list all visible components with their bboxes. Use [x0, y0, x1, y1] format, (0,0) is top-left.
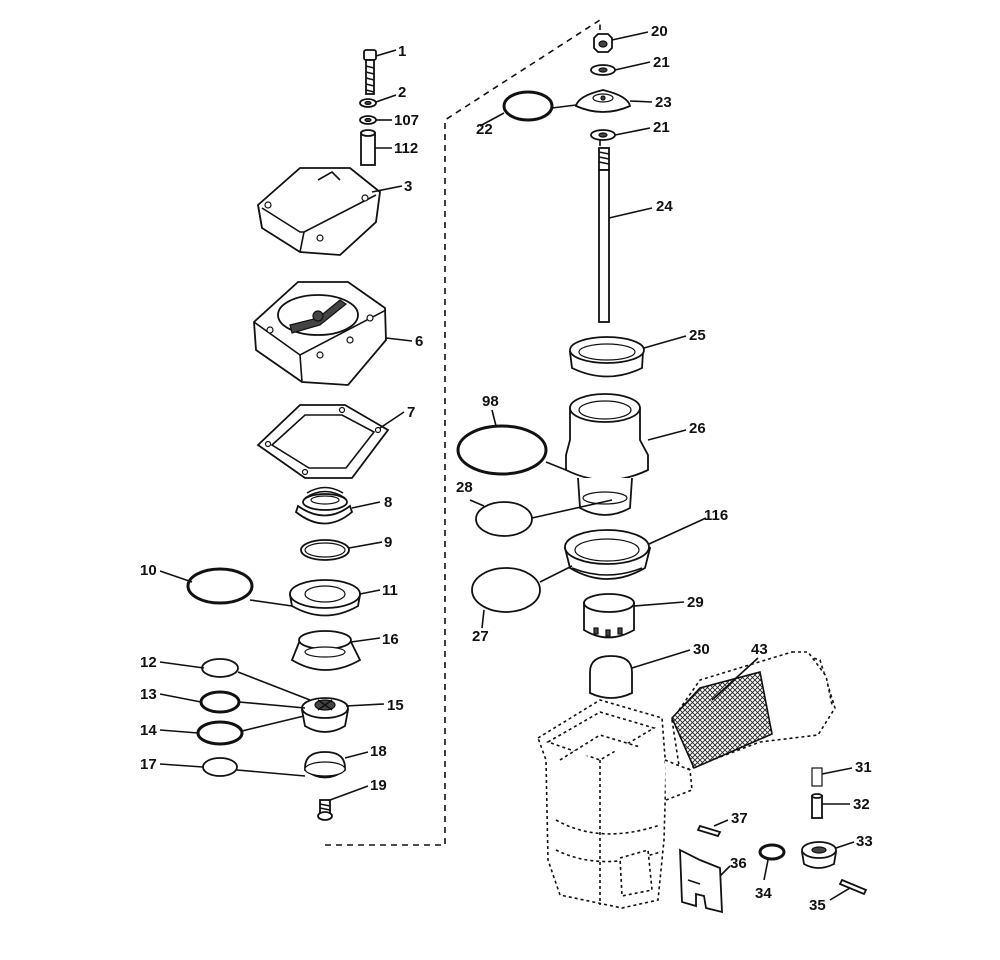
- part-3-cylinder-cap: [257, 167, 381, 256]
- part-10-o-ring: [186, 567, 254, 605]
- callout-24: 24: [656, 198, 673, 215]
- callout-8: 8: [384, 494, 392, 511]
- part-16-sleeve: [290, 630, 362, 671]
- callout-34: 34: [755, 885, 772, 902]
- part-15-valve-body: [300, 697, 350, 733]
- part-107-washer: [359, 115, 377, 125]
- part-37-pin: [696, 824, 722, 838]
- part-98-o-ring: [456, 424, 548, 476]
- callout-36: 36: [730, 855, 747, 872]
- part-11-seal-retainer: [288, 579, 362, 617]
- callout-19: 19: [370, 777, 387, 794]
- part-9-ring-inner: [304, 542, 346, 558]
- part-2-washer: [359, 98, 377, 108]
- callout-107: 107: [394, 112, 419, 129]
- callout-21-top: 21: [653, 54, 670, 71]
- part-116-seal: [563, 529, 652, 580]
- callout-12: 12: [140, 654, 157, 671]
- part-18-cap: [304, 751, 346, 779]
- callout-35: 35: [809, 897, 826, 914]
- callout-7: 7: [407, 404, 415, 421]
- callout-2: 2: [398, 84, 406, 101]
- part-27-o-ring: [471, 567, 541, 613]
- callout-31: 31: [855, 759, 872, 776]
- part-17-o-ring: [202, 757, 238, 777]
- callout-13: 13: [140, 686, 157, 703]
- callout-112: 112: [394, 140, 418, 157]
- part-36-bracket: [679, 848, 723, 914]
- part-20-nut: [593, 33, 613, 53]
- housing-body: [537, 699, 693, 909]
- part-6-cylinder-head: [253, 281, 387, 386]
- assembly-axis-line: [325, 18, 601, 846]
- part-34-o-ring: [758, 843, 786, 861]
- callout-25: 25: [689, 327, 706, 344]
- part-33-valve-body: [800, 841, 838, 869]
- callout-21-bottom: 21: [653, 119, 670, 136]
- part-14-o-ring: [196, 720, 244, 746]
- callout-33: 33: [856, 833, 873, 850]
- callout-16: 16: [382, 631, 399, 648]
- callout-116: 116: [704, 507, 728, 524]
- callout-43: 43: [751, 641, 768, 658]
- callout-37: 37: [731, 810, 748, 827]
- callout-15: 15: [387, 697, 404, 714]
- callout-20: 20: [651, 23, 668, 40]
- callout-98: 98: [482, 393, 499, 410]
- part-35-pin: [838, 878, 868, 896]
- callout-18: 18: [370, 743, 387, 760]
- callout-23: 23: [655, 94, 672, 111]
- callout-10: 10: [140, 562, 157, 579]
- part-22-o-ring: [502, 90, 554, 122]
- part-112-spacer: [360, 129, 376, 166]
- callout-1: 1: [398, 43, 406, 60]
- part-23-piston-plate: [574, 89, 632, 113]
- callout-14: 14: [140, 722, 157, 739]
- part-29-bushing: [583, 593, 635, 639]
- callout-26: 26: [689, 420, 706, 437]
- part-1-screw: [363, 49, 377, 95]
- part-24-driver-rod: [598, 147, 610, 323]
- part-19-screw: [317, 799, 333, 821]
- callout-22: 22: [476, 121, 493, 138]
- part-12-o-ring: [201, 658, 239, 678]
- part-43-handle-assembly: [671, 651, 836, 774]
- callout-30: 30: [693, 641, 710, 658]
- callout-3: 3: [404, 178, 412, 195]
- part-21-washer-top-hole: [598, 67, 608, 73]
- leader-lines: [159, 31, 855, 901]
- callout-6: 6: [415, 333, 423, 350]
- callout-27: 27: [472, 628, 489, 645]
- part-30-piston-cap: [589, 655, 633, 699]
- part-26-cylinder: [565, 393, 649, 516]
- callout-32: 32: [853, 796, 870, 813]
- callout-labels: 1 2 107 112 3 6 7 8 9 10 11 16 12 13 15 …: [140, 23, 873, 914]
- callout-11: 11: [382, 582, 398, 599]
- callout-17: 17: [140, 756, 157, 773]
- part-31-spring: [811, 767, 823, 787]
- part-25-bumper: [568, 336, 645, 378]
- part-28-o-ring: [475, 501, 533, 537]
- callout-9: 9: [384, 534, 392, 551]
- part-32-valve-stem: [811, 793, 823, 819]
- part-13-o-ring: [199, 690, 241, 714]
- part-21-washer-bottom-hole: [598, 132, 608, 138]
- part-7-gasket: [256, 404, 390, 479]
- part-8-valve-spring: [294, 486, 354, 525]
- callout-29: 29: [687, 594, 704, 611]
- callout-28: 28: [456, 479, 473, 496]
